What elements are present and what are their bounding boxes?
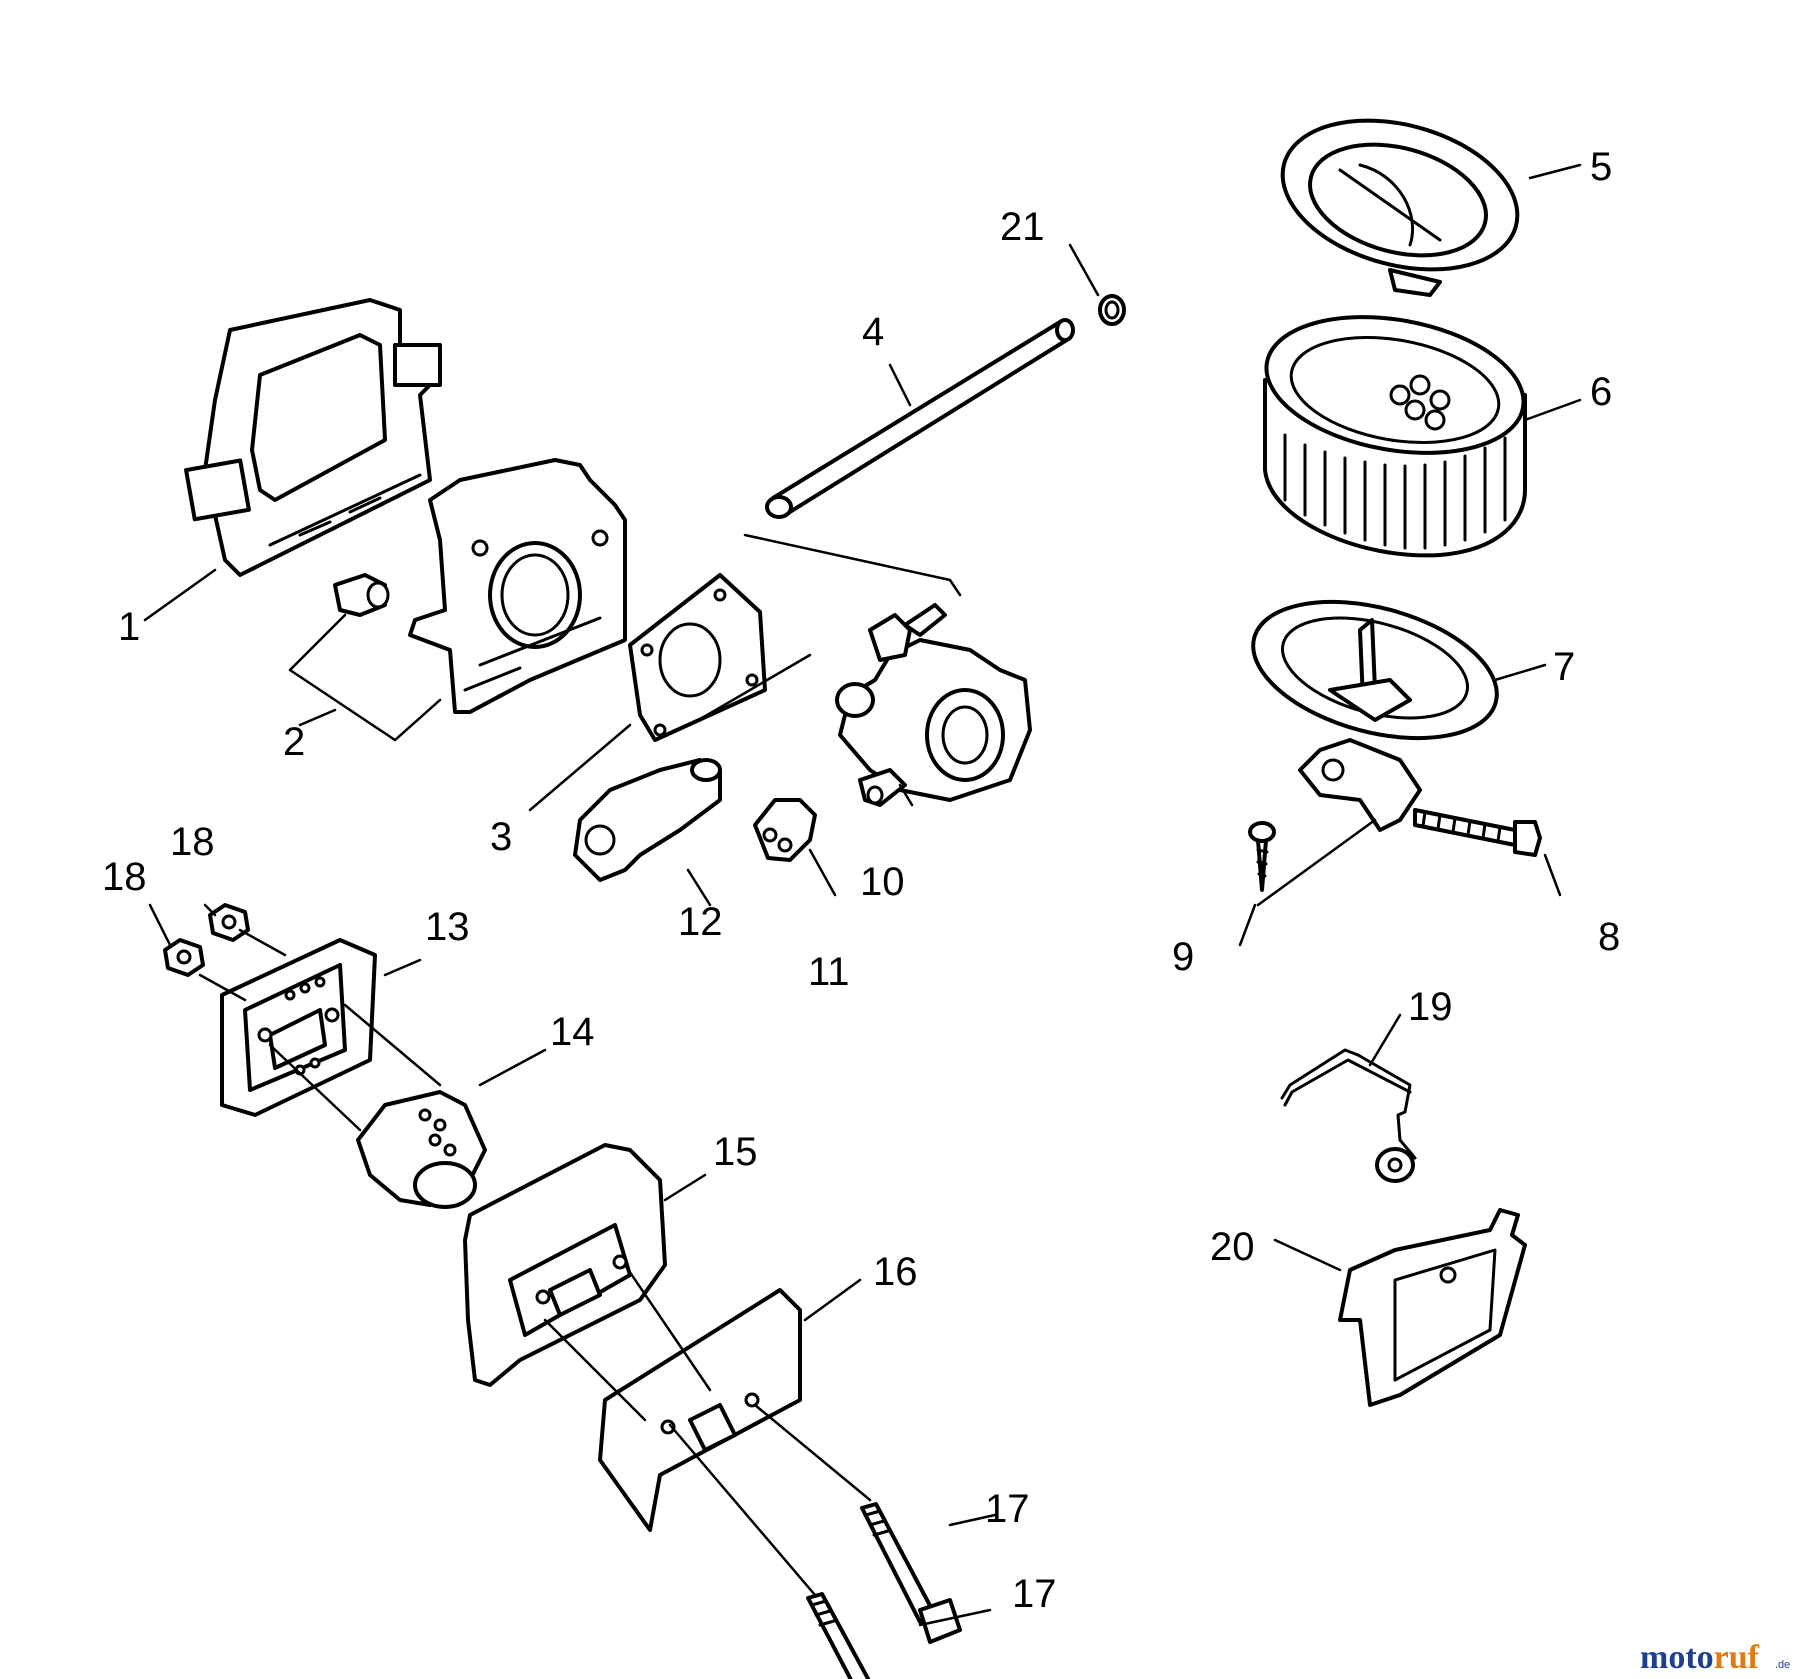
- callout-labels: 1 2 3 4 5 6 7 8 9 10 11 12 13 14 15 16 1…: [102, 145, 1620, 1616]
- callout-6: 6: [1590, 370, 1612, 414]
- watermark-text: motoruf: [1640, 1639, 1760, 1676]
- part-4-fuel-hose: [765, 318, 1075, 519]
- part-16-gasket-plate: [598, 1288, 802, 1532]
- part-1-filter-frame: [184, 298, 442, 577]
- callout-13: 13: [425, 905, 470, 949]
- part-15-muffler: [463, 1143, 667, 1387]
- part-18-nut-upper: [208, 903, 250, 942]
- part-13-cover: [220, 938, 377, 1117]
- callout-19: 19: [1408, 985, 1453, 1029]
- part-2-fitting: [333, 573, 390, 617]
- motoruf-watermark: motoruf .de: [1640, 1639, 1790, 1676]
- callout-11: 11: [808, 950, 850, 994]
- watermark-suffix: .de: [1775, 1659, 1790, 1671]
- callout-18-lower: 18: [102, 855, 147, 899]
- callout-17-upper: 17: [985, 1487, 1030, 1531]
- callout-9: 9: [1172, 935, 1194, 979]
- part-21-ring: [1098, 294, 1126, 326]
- part-19-wire-bracket: [1280, 1048, 1417, 1183]
- part-20-cover-plate: [1338, 1208, 1527, 1407]
- part-17-bolt-upper: [860, 1502, 962, 1644]
- callout-18-upper: 18: [170, 820, 215, 864]
- part-14-deflector: [356, 1090, 487, 1209]
- callout-20: 20: [1210, 1225, 1255, 1269]
- part-9-small-screw: [1248, 821, 1276, 892]
- callout-5: 5: [1590, 145, 1612, 189]
- part-10-carburetor: [835, 603, 1032, 807]
- part-12-intake-boot: [573, 758, 722, 882]
- callout-17-lower: 17: [1012, 1572, 1057, 1616]
- part-6-air-filter: [1263, 315, 1527, 558]
- part-17-bolt-lower: [806, 1592, 871, 1679]
- callout-7: 7: [1553, 645, 1575, 689]
- leader-lines: [143, 163, 1582, 1627]
- part-7-filter-base: [1251, 599, 1499, 832]
- callout-3: 3: [490, 815, 512, 859]
- callout-8: 8: [1598, 915, 1620, 959]
- part-18-nut-lower: [163, 938, 205, 977]
- part-5-filter-cover: [1280, 118, 1520, 297]
- callout-4: 4: [862, 310, 884, 354]
- part-11-connector: [753, 798, 817, 862]
- callout-2: 2: [283, 720, 305, 764]
- part-8-screw: [1413, 808, 1542, 857]
- part-2-base-plate: [408, 458, 627, 714]
- callout-21: 21: [1000, 205, 1045, 249]
- callout-12: 12: [678, 900, 723, 944]
- part-3-gasket: [628, 573, 767, 742]
- callout-16: 16: [873, 1250, 918, 1294]
- callout-15: 15: [713, 1130, 758, 1174]
- callout-14: 14: [550, 1010, 595, 1054]
- callout-1: 1: [118, 605, 140, 649]
- callout-10: 10: [860, 860, 905, 904]
